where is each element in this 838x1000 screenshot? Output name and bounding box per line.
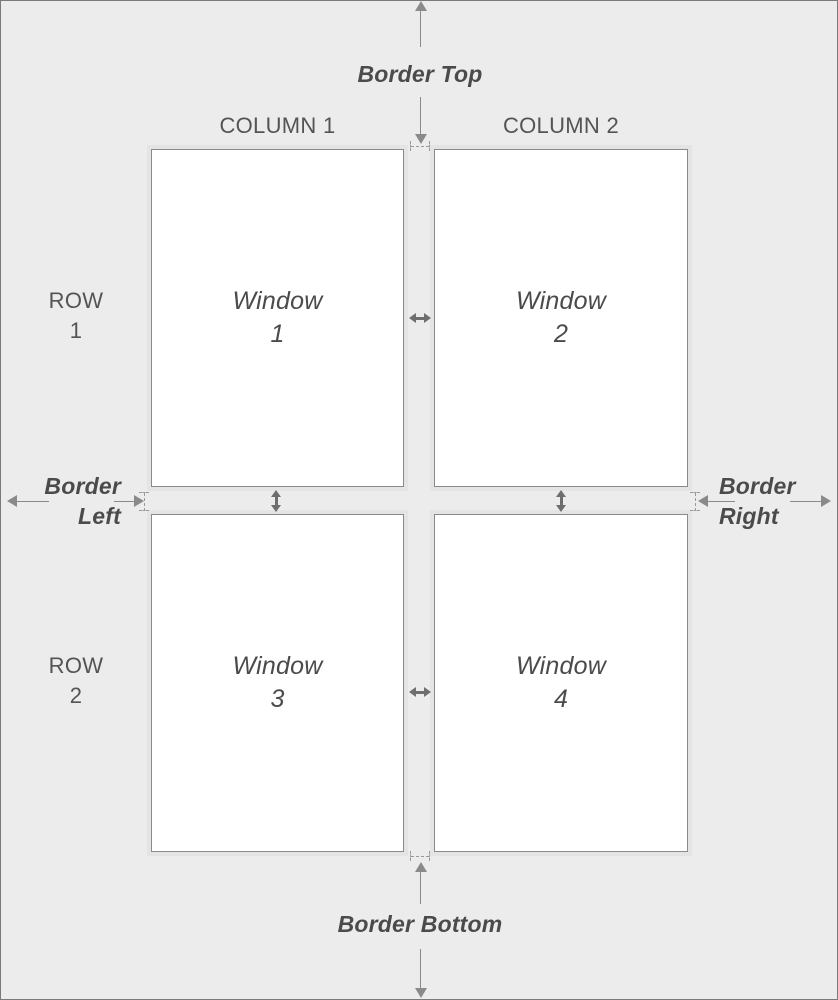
arrow-down-icon — [271, 505, 281, 512]
window-3-label: Window 3 — [232, 651, 323, 714]
row-gutter-resize-handle-col2[interactable] — [552, 490, 571, 512]
window-panel-1[interactable]: Window 1 — [151, 149, 404, 487]
column-gutter-resize-handle-row1[interactable] — [409, 309, 431, 328]
border-right-arrow-head-out — [821, 495, 831, 507]
column-2-label: COLUMN 2 — [502, 113, 620, 138]
arrow-up-icon — [271, 490, 281, 497]
gutter-dash-top-left — [410, 141, 411, 151]
arrow-down-icon — [556, 505, 566, 512]
arrow-bar — [275, 495, 278, 507]
arrow-bar — [560, 495, 563, 507]
border-left-arrow-line-outer — [16, 501, 49, 502]
window-4-label: Window 4 — [516, 651, 606, 714]
gutter-dash-bottom-left — [410, 851, 411, 861]
window-1-label: Window 1 — [232, 286, 323, 349]
gutter-dash-left — [144, 493, 145, 511]
border-bottom-arrow-line-lower — [420, 949, 421, 989]
arrow-left-icon — [409, 313, 416, 323]
border-bottom-arrow-head-up — [415, 862, 427, 872]
border-top-arrow-line-upper — [420, 7, 421, 47]
border-top-label: Border Top — [357, 61, 483, 87]
border-bottom-label: Border Bottom — [337, 911, 503, 937]
row-gutter-resize-handle-col1[interactable] — [267, 490, 286, 512]
arrow-up-icon — [556, 490, 566, 497]
border-left-arrow-line-inner — [114, 501, 142, 502]
window-panel-2[interactable]: Window 2 — [434, 149, 688, 487]
border-bottom-arrow-line-upper — [420, 871, 421, 904]
window-2-label: Window 2 — [516, 286, 606, 349]
border-right-label: Border Right — [719, 473, 796, 530]
gutter-dash-left-upper — [139, 492, 149, 493]
column-gutter-resize-handle-row2[interactable] — [409, 683, 431, 702]
gutter-dash-bottom-right — [429, 851, 430, 861]
arrow-bar — [414, 317, 426, 320]
gutter-dash-right — [695, 493, 696, 511]
border-right-arrow-line-outer — [790, 501, 823, 502]
gutter-dash-right-upper — [690, 492, 700, 493]
border-top-arrow-head-up — [415, 1, 427, 11]
arrow-right-icon — [424, 313, 431, 323]
arrow-bar — [414, 691, 426, 694]
border-top-arrow-line-lower — [420, 97, 421, 135]
arrow-left-icon — [409, 687, 416, 697]
row-1-label: ROW 1 — [48, 288, 104, 344]
border-top-arrow-head-down — [415, 134, 427, 144]
column-1-label: COLUMN 1 — [219, 113, 336, 138]
gutter-dash-top-right — [429, 141, 430, 151]
gutter-dash-bottom — [411, 856, 429, 857]
border-left-label: Border Left — [44, 473, 121, 530]
window-panel-3[interactable]: Window 3 — [151, 514, 404, 852]
gutter-dash-top — [411, 146, 429, 147]
window-panel-4[interactable]: Window 4 — [434, 514, 688, 852]
arrow-right-icon — [424, 687, 431, 697]
row-2-label: ROW 2 — [48, 653, 104, 709]
border-bottom-arrow-head-down — [415, 988, 427, 998]
border-right-arrow-line-inner — [707, 501, 735, 502]
border-left-arrow-head-in — [134, 495, 144, 507]
border-right-arrow-head-in — [698, 495, 708, 507]
border-left-arrow-head-out — [7, 495, 17, 507]
